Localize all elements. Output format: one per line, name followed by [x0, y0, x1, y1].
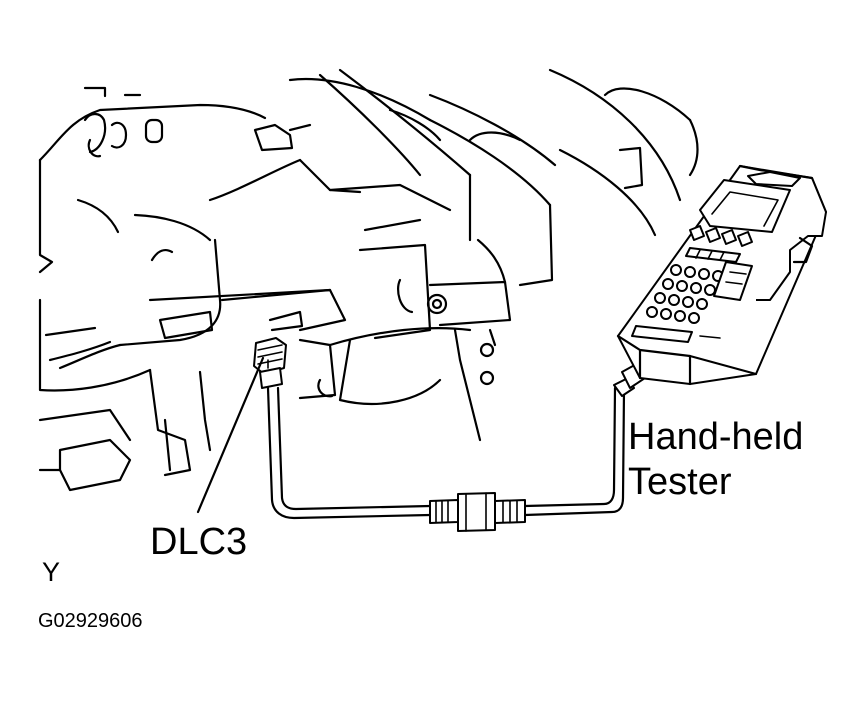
dlc3-leader-line — [196, 356, 265, 514]
tester-label-line1: Hand-held — [628, 416, 804, 458]
dlc3-connector — [253, 337, 287, 389]
dlc3-label: DLC3 — [150, 521, 248, 563]
figure-code: G02929606 — [38, 610, 143, 632]
tester-label-line2: Tester — [628, 461, 732, 503]
hand-held-tester — [613, 164, 827, 397]
inline-adapter — [429, 492, 526, 532]
dashboard-lower-panel — [38, 68, 699, 492]
tester-cable — [266, 386, 626, 520]
view-letter: Y — [42, 557, 61, 587]
keypad — [646, 261, 753, 324]
